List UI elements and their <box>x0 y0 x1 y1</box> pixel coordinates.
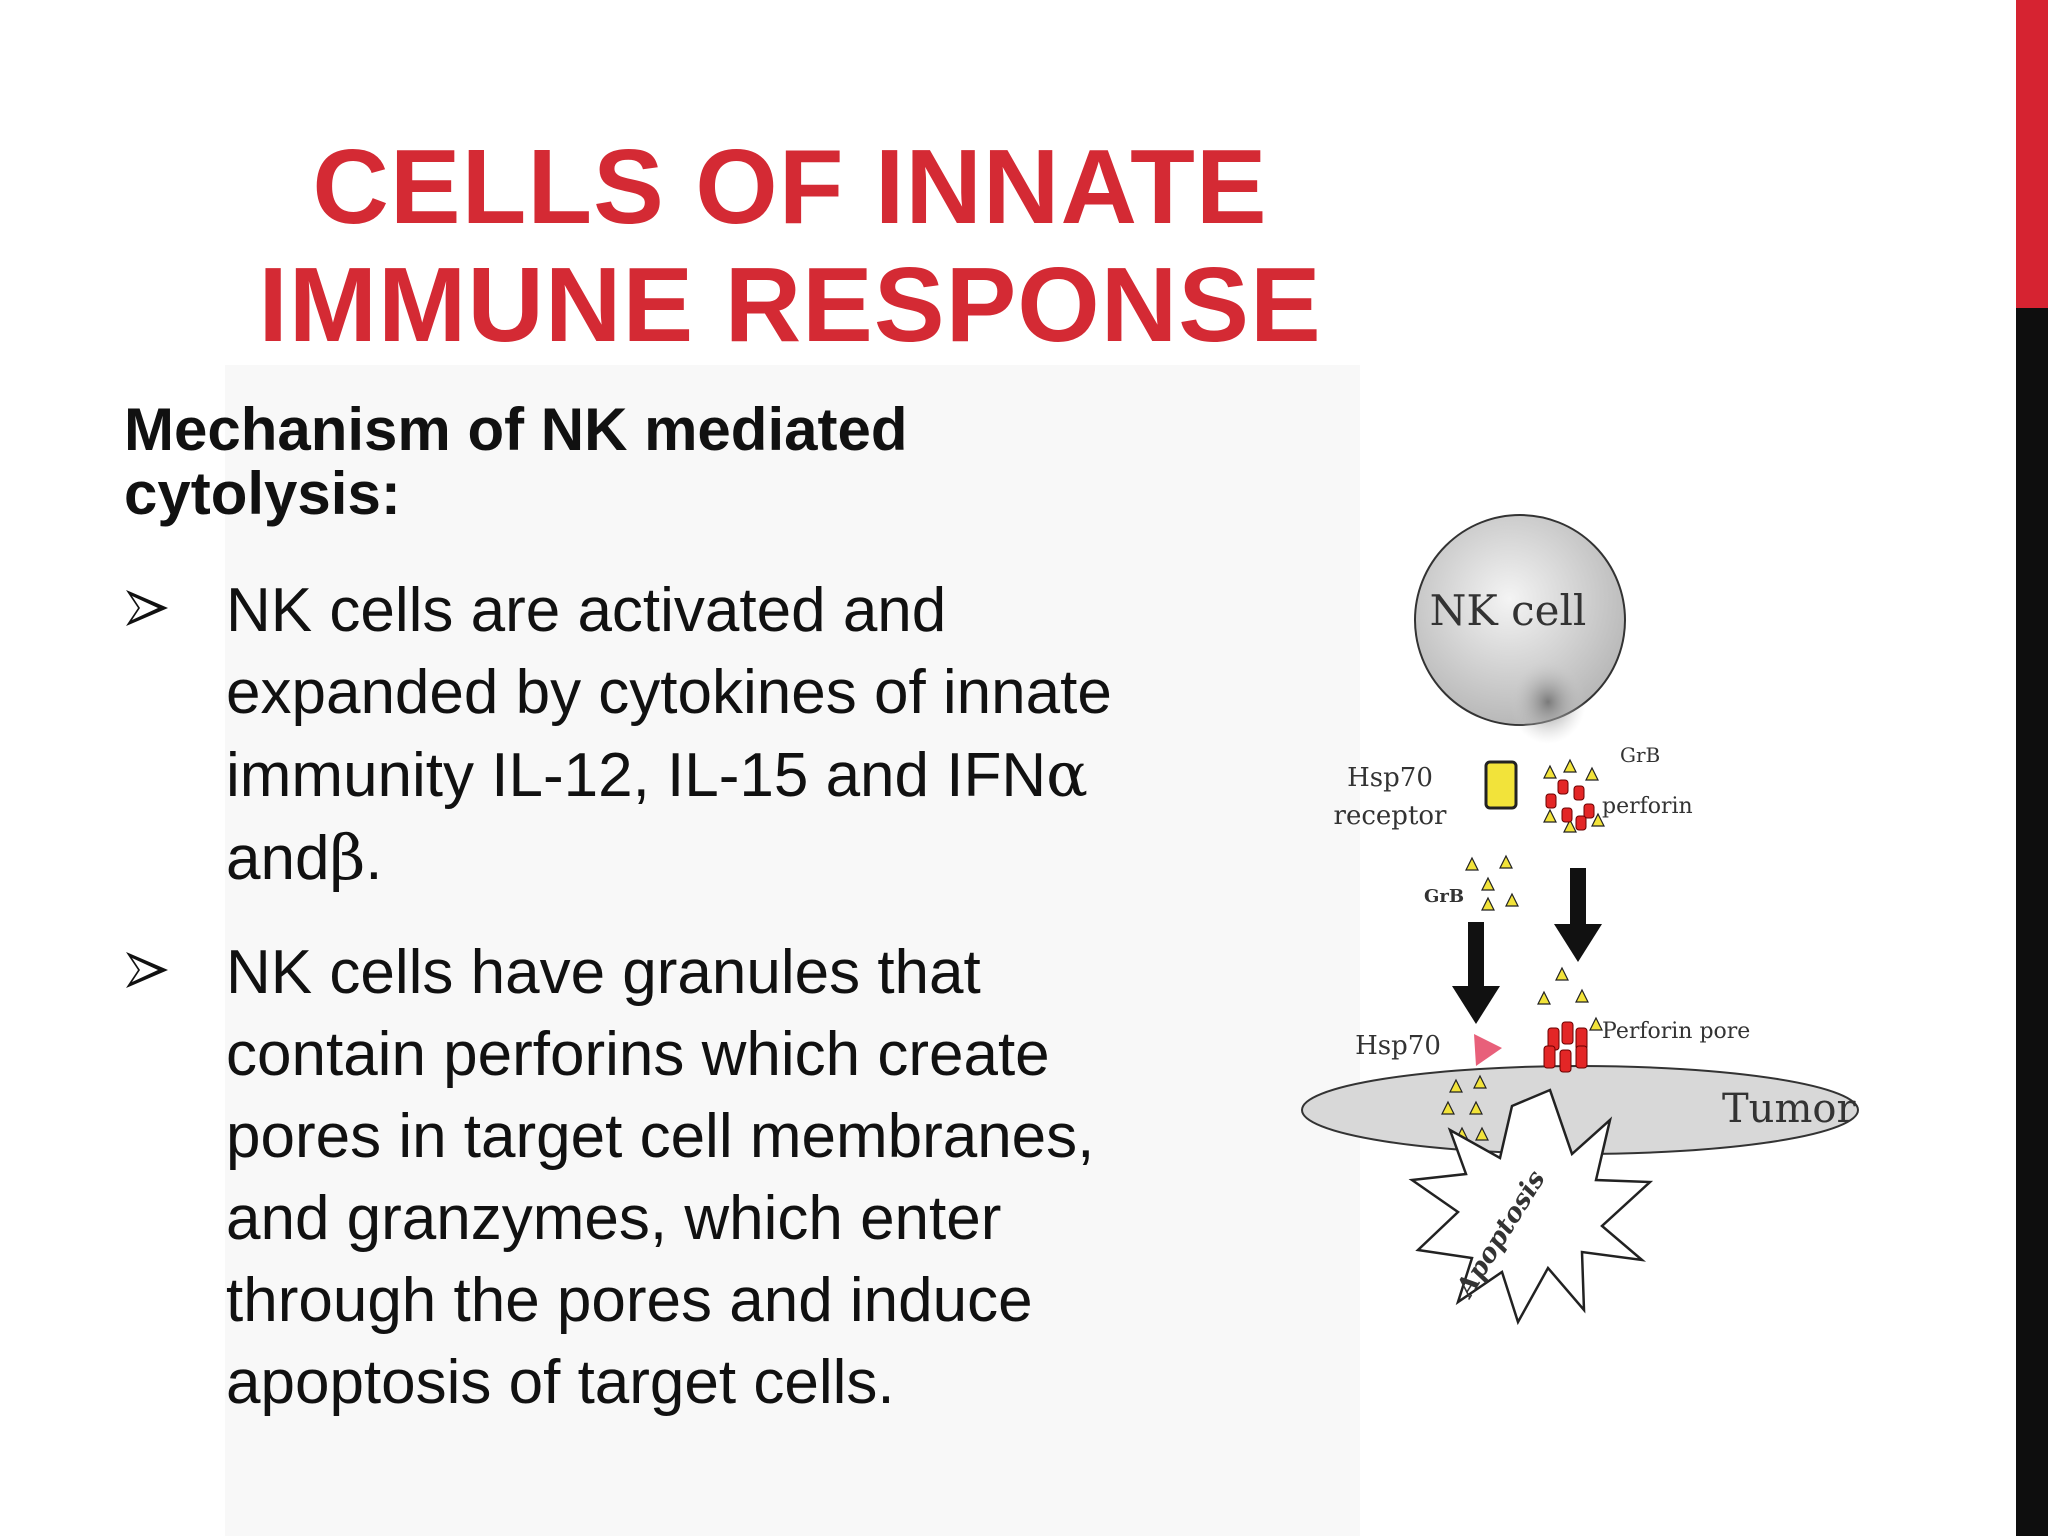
bullet-item: NK cells are activated and expanded by c… <box>124 570 1244 900</box>
bullet-end-punct: . <box>365 824 383 893</box>
bullet-line: andβ. <box>226 817 1246 900</box>
nk-cell-label: NK cell <box>1430 586 1587 635</box>
slide-title: CELLS OF INNATE IMMUNE RESPONSE <box>180 128 1400 364</box>
bullet-line-text: immunity IL-12, IL-15 and IFN <box>226 741 1047 810</box>
bullet-text: NK cells have granules that contain perf… <box>226 932 1246 1424</box>
perforin-pore <box>1543 1016 1603 1073</box>
apoptosis-burst <box>1408 1088 1654 1326</box>
content-panel <box>225 365 1360 1536</box>
section-heading: Mechanism of NK mediated cytolysis: <box>124 398 1124 526</box>
accent-bar-red <box>2016 0 2048 308</box>
perforin-arrow <box>1554 868 1602 962</box>
tumor-label: Tumor <box>1722 1086 1856 1132</box>
hsp70-marker <box>1474 1034 1502 1066</box>
hsp70-receptor <box>1484 760 1518 810</box>
bullet-line: contain perforins which create <box>226 1020 1050 1089</box>
granzyme-granules <box>1465 854 1519 911</box>
tumor-granules <box>1441 1074 1489 1141</box>
granzyme-arrow <box>1452 922 1500 1024</box>
bullet-line: apoptosis of target cells. <box>226 1348 895 1417</box>
bullet-line: NK cells have granules that <box>226 938 981 1007</box>
perforin-pore-label: Perforin pore <box>1602 1019 1750 1044</box>
bullet-line: NK cells are activated and <box>226 576 947 645</box>
bullet-line: and granzymes, which enter <box>226 1184 1002 1253</box>
hsp70-label: Hsp70 <box>1355 1031 1441 1061</box>
heading-line-1: Mechanism of NK mediated <box>124 396 908 463</box>
heading-line-2: cytolysis: <box>124 460 401 527</box>
bullet-item: NK cells have granules that contain perf… <box>124 932 1244 1432</box>
bullet-line: pores in target cell membranes, <box>226 1102 1095 1171</box>
receptor-label: receptor <box>1334 801 1448 831</box>
bullet-line-text: and <box>226 824 330 893</box>
grb-top-label: GrB <box>1620 743 1660 767</box>
bullet-line: expanded by cytokines of innate <box>226 658 1112 727</box>
nk-cytolysis-diagram: NK cell Hsp70 receptor GrB perforin <box>1301 514 1859 1326</box>
arrowhead-bullet-icon <box>126 952 168 988</box>
grb-left-label: GrB <box>1424 886 1464 907</box>
arrowhead-bullet-icon <box>126 590 168 626</box>
bullet-text: NK cells are activated and expanded by c… <box>226 570 1246 900</box>
beta-symbol: β <box>329 821 366 894</box>
bullet-line: immunity IL-12, IL-15 and IFNα <box>226 734 1246 817</box>
title-line-1: CELLS OF INNATE <box>312 128 1268 246</box>
hsp70-receptor-label: Hsp70 <box>1347 763 1433 793</box>
descending-granules <box>1537 966 1589 1005</box>
granule-cluster <box>1543 758 1605 833</box>
bullet-line: through the pores and induce <box>226 1266 1033 1335</box>
perforin-label: perforin <box>1602 794 1693 819</box>
title-line-2: IMMUNE RESPONSE <box>258 246 1322 364</box>
accent-bar-black <box>2016 308 2048 1536</box>
alpha-symbol: α <box>1046 738 1088 811</box>
nk-cell-nucleus <box>1510 660 1586 744</box>
